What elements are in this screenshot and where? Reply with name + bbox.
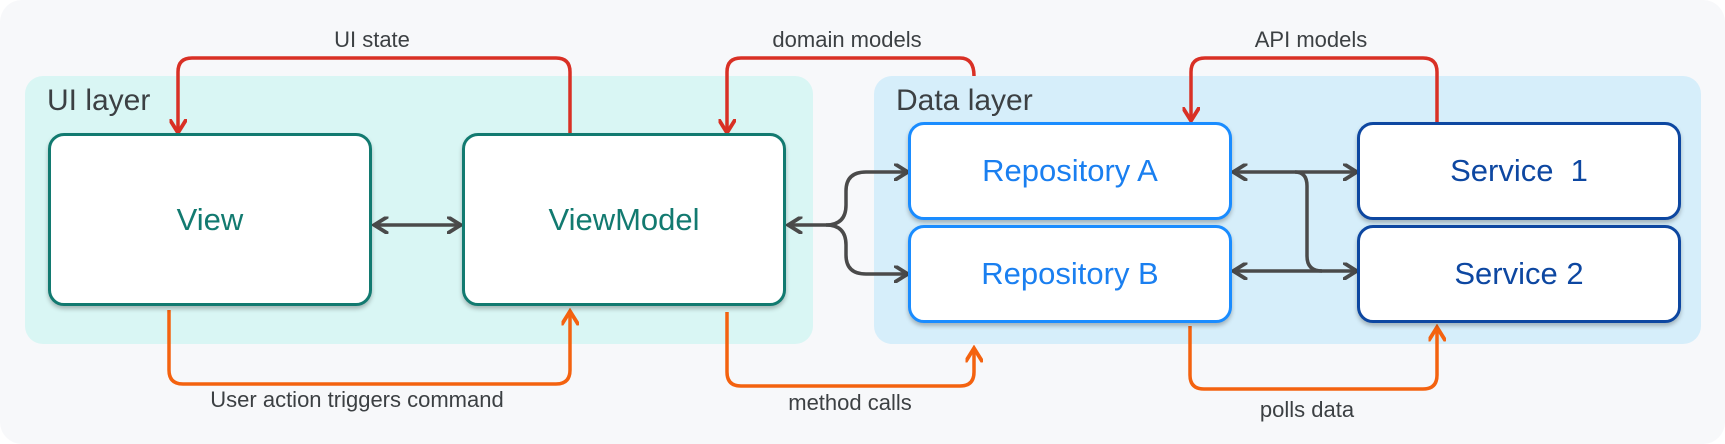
ui-layer-title: UI layer [47, 84, 151, 117]
data-layer-title: Data layer [896, 84, 1033, 117]
user-action-label: User action triggers command [210, 387, 504, 412]
repository-b-label: Repository B [981, 256, 1159, 291]
viewmodel-label: ViewModel [548, 201, 700, 237]
repository-a-label: Repository A [982, 153, 1158, 188]
ui-state-label: UI state [334, 27, 410, 52]
service-2-label: Service 2 [1454, 256, 1584, 291]
repository-a-node[interactable]: Repository A [908, 122, 1232, 220]
view-node[interactable]: View [48, 133, 372, 306]
domain-models-label: domain models [772, 27, 922, 52]
method-calls-label: method calls [788, 390, 912, 415]
viewmodel-node[interactable]: ViewModel [462, 133, 786, 306]
api-models-label: API models [1254, 27, 1368, 52]
repository-b-node[interactable]: Repository B [908, 225, 1232, 323]
view-label: View [176, 201, 244, 237]
service-1-label: Service 1 [1450, 153, 1588, 188]
service-2-node[interactable]: Service 2 [1357, 225, 1681, 323]
polls-data-label: polls data [1259, 397, 1355, 422]
service-1-node[interactable]: Service 1 [1357, 122, 1681, 220]
